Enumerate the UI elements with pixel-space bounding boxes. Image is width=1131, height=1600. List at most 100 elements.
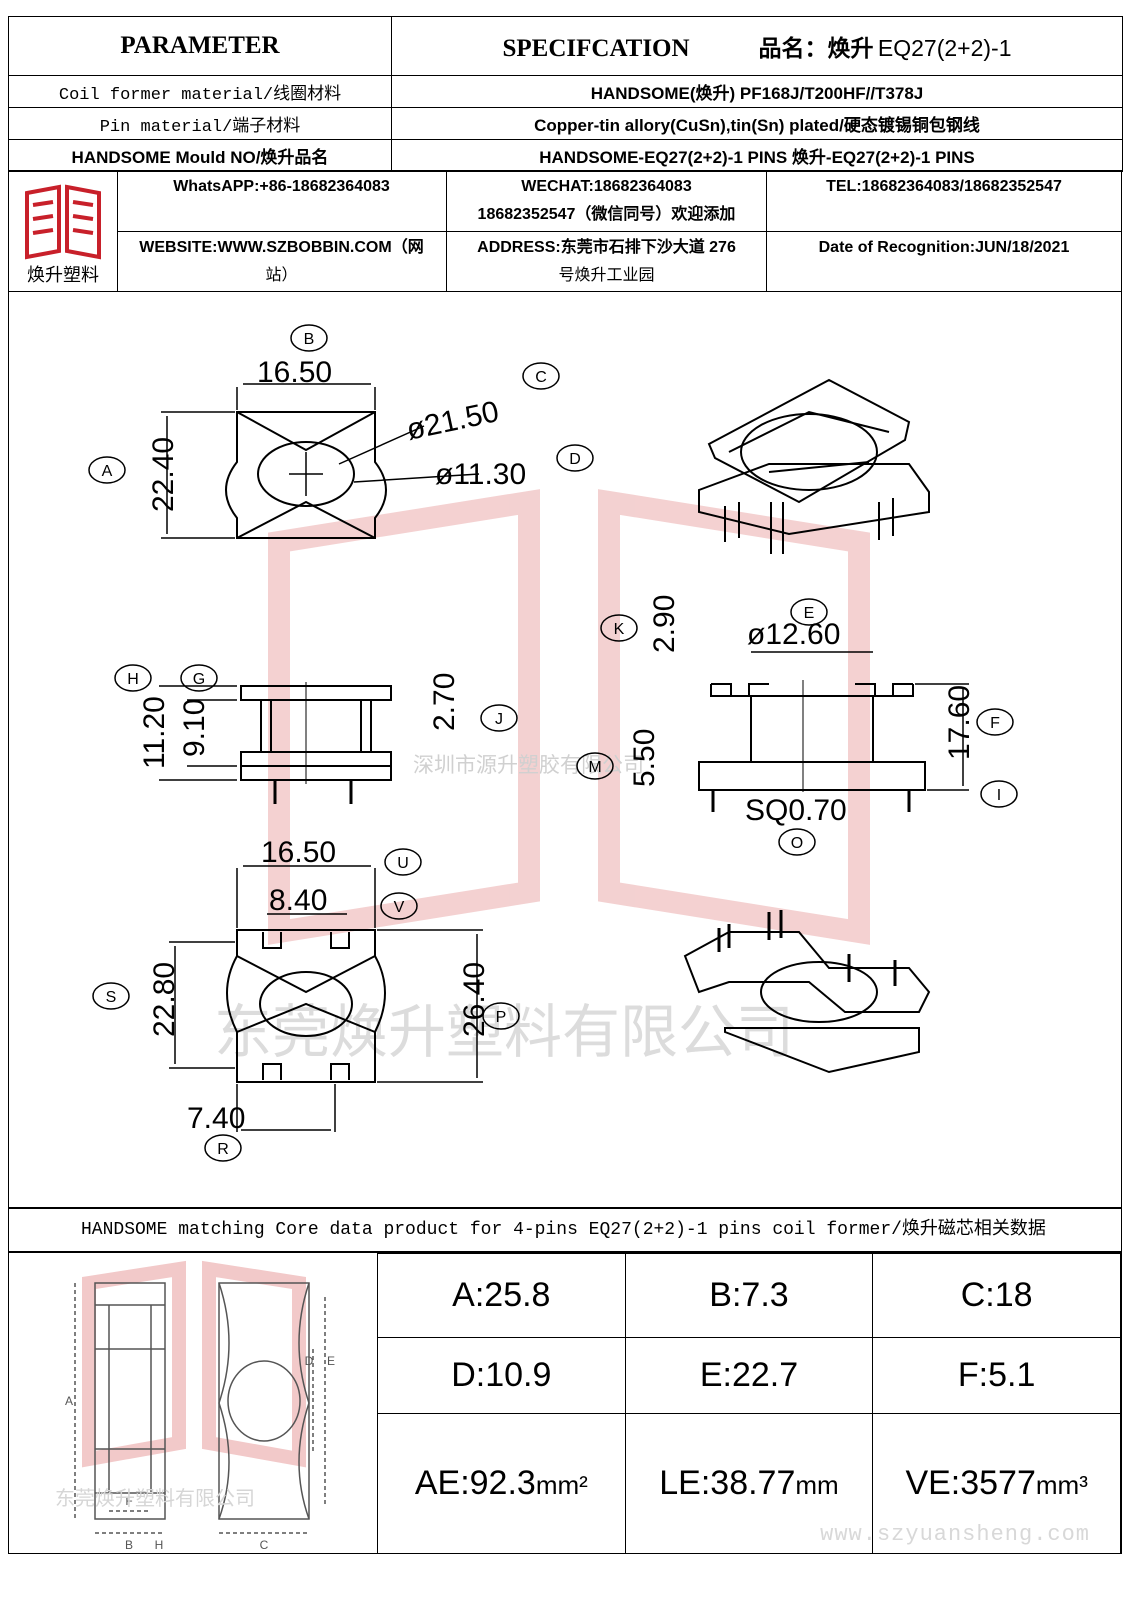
- parameter-heading: PARAMETER: [8, 16, 392, 76]
- core-letter-h: H: [155, 1538, 164, 1552]
- core-ve-unit: mm³: [1035, 1470, 1088, 1500]
- svg-text:E: E: [804, 605, 815, 622]
- core-letter-f: F: [125, 1494, 132, 1508]
- dim-f-value: 17.60: [943, 685, 976, 760]
- ref-letter-g: G: [180, 664, 218, 692]
- coil-material-value: HANDSOME(焕升) PF168J/T200HF//T378J: [391, 75, 1123, 108]
- bobbin-drawing: 深圳市源升塑胶有限公司 东莞焕升塑料有限公司: [88, 324, 1018, 1162]
- svg-text:C: C: [535, 369, 547, 386]
- core-diagram: A B C D E F H 东莞焕升塑料有限公司: [55, 1260, 335, 1552]
- pin-material-value: Copper-tin allory(CuSn),tin(Sn) plated/硬…: [391, 107, 1123, 140]
- core-cell-ae: AE:92.3mm²: [377, 1413, 626, 1554]
- dim-g-value: 9.10: [178, 699, 211, 757]
- svg-text:R: R: [217, 1141, 229, 1158]
- svg-text:B: B: [304, 331, 315, 348]
- ref-letter-p: P: [482, 1002, 520, 1030]
- address-line1: ADDRESS:东莞市石排下沙大道 276: [477, 239, 736, 256]
- core-watermark-logo-icon: [82, 1260, 306, 1468]
- dim-u-value: 16.50: [261, 836, 336, 869]
- core-cell-c: C:18: [872, 1253, 1121, 1338]
- company-info: 焕升塑料 WhatsAPP:+86-18682364083 WECHAT:186…: [8, 170, 1122, 292]
- product-name-label: 品名：焕升: [758, 35, 874, 61]
- ref-letter-f: F: [976, 708, 1014, 736]
- svg-text:O: O: [791, 835, 803, 852]
- telephone: TEL:18682364083/18682352547: [826, 178, 1062, 195]
- address-line2: 号焕升工业园: [558, 267, 655, 284]
- core-ae-value: AE:92.3: [414, 1464, 536, 1502]
- ref-letter-u: U: [384, 848, 422, 876]
- ref-letter-b: B: [290, 324, 328, 352]
- website-line2: 站）: [265, 267, 298, 284]
- recognition-date: Date of Recognition:JUN/18/2021: [818, 239, 1070, 256]
- whatsapp: WhatsAPP:+86-18682364083: [173, 178, 390, 195]
- dim-s-value: 22.80: [148, 962, 181, 1037]
- ref-letter-i: I: [980, 780, 1018, 808]
- core-cell-b: B:7.3: [624, 1253, 874, 1338]
- dim-c-value: ø21.50: [404, 395, 502, 447]
- core-watermark-text: 东莞焕升塑料有限公司: [55, 1487, 255, 1510]
- core-cell-e: E:22.7: [624, 1337, 874, 1414]
- core-data-title: HANDSOME matching Core data product for …: [8, 1208, 1122, 1252]
- svg-text:D: D: [569, 451, 581, 468]
- ref-letter-d: D: [556, 444, 594, 472]
- ref-letter-c: C: [522, 362, 560, 390]
- core-cell-f: F:5.1: [872, 1337, 1121, 1414]
- mould-no-label: HANDSOME Mould NO/焕升品名: [8, 139, 392, 172]
- technical-drawing: 深圳市源升塑胶有限公司 东莞焕升塑料有限公司: [8, 292, 1122, 1208]
- ref-letter-o: O: [778, 828, 816, 856]
- wechat-line2: 18682352547（微信同号）欢迎添加: [477, 206, 736, 223]
- svg-text:P: P: [496, 1009, 507, 1026]
- watermark-company-1: 深圳市源升塑胶有限公司: [413, 754, 644, 777]
- core-cell-a: A:25.8: [377, 1253, 626, 1338]
- watermark-company-2: 东莞焕升塑料有限公司: [214, 1000, 794, 1065]
- core-cell-d: D:10.9: [377, 1337, 626, 1414]
- core-ve-value: VE:3577: [905, 1464, 1036, 1502]
- ref-letter-s: S: [92, 982, 130, 1010]
- footer-url-watermark: www.szyuansheng.com: [820, 1522, 1090, 1547]
- ref-letter-v: V: [380, 892, 418, 920]
- svg-text:U: U: [397, 855, 409, 872]
- dim-p-value: 26.40: [458, 962, 491, 1037]
- logo-caption: 焕升塑料: [27, 265, 99, 285]
- core-le-value: LE:38.77: [659, 1464, 796, 1502]
- dim-e-value: ø12.60: [747, 618, 840, 651]
- spec-heading-cell: SPECIFCATION 品名：焕升 EQ27(2+2)-1: [391, 16, 1123, 76]
- core-data-section: A B C D E F H 东莞焕升塑料有限公司 A:25.8 B:7.3 C:…: [8, 1252, 1122, 1554]
- specification-heading: SPECIFCATION: [502, 35, 690, 62]
- dim-m-value: 5.50: [628, 729, 661, 787]
- ref-letter-m: M: [576, 752, 614, 780]
- svg-text:S: S: [106, 989, 117, 1006]
- dim-a-value: 22.40: [147, 437, 180, 512]
- website-line1: WEBSITE:WWW.SZBOBBIN.COM（网: [139, 239, 424, 256]
- core-letter-b: B: [125, 1538, 133, 1552]
- spec-sheet: PARAMETER SPECIFCATION 品名：焕升 EQ27(2+2)-1…: [8, 16, 1123, 1554]
- core-letter-d: D: [305, 1354, 314, 1368]
- dim-b-value: 16.50: [257, 356, 332, 389]
- svg-text:K: K: [614, 621, 625, 638]
- core-letter-c: C: [260, 1538, 269, 1552]
- svg-text:A: A: [102, 463, 113, 480]
- dim-k-value: 2.90: [648, 595, 681, 653]
- watermark-logo-icon: [268, 489, 870, 945]
- ref-letter-a: A: [88, 456, 126, 484]
- ref-letter-j: J: [480, 704, 518, 732]
- dim-v-value: 8.40: [269, 884, 327, 917]
- svg-text:F: F: [990, 715, 1000, 732]
- wechat-line1: WECHAT:18682364083: [521, 178, 692, 195]
- ref-letter-e: E: [790, 598, 828, 626]
- svg-text:J: J: [495, 711, 503, 728]
- svg-text:G: G: [193, 671, 205, 688]
- dim-j-value: 2.70: [428, 673, 461, 731]
- header-table: PARAMETER SPECIFCATION 品名：焕升 EQ27(2+2)-1…: [8, 16, 1123, 172]
- svg-text:M: M: [588, 759, 601, 776]
- pin-material-label: Pin material/端子材料: [8, 107, 392, 140]
- core-letter-e: E: [327, 1354, 335, 1368]
- ref-letter-k: K: [600, 614, 638, 642]
- core-data-grid: A:25.8 B:7.3 C:18 D:10.9 E:22.7 F:5.1 AE…: [377, 1253, 1121, 1554]
- dim-h-value: 11.20: [138, 696, 171, 769]
- svg-text:I: I: [997, 787, 1001, 804]
- company-logo: 焕升塑料: [9, 171, 118, 291]
- core-cell-ve: VE:3577mm³: [872, 1413, 1121, 1554]
- svg-text:V: V: [394, 899, 405, 916]
- core-le-unit: mm: [795, 1470, 839, 1500]
